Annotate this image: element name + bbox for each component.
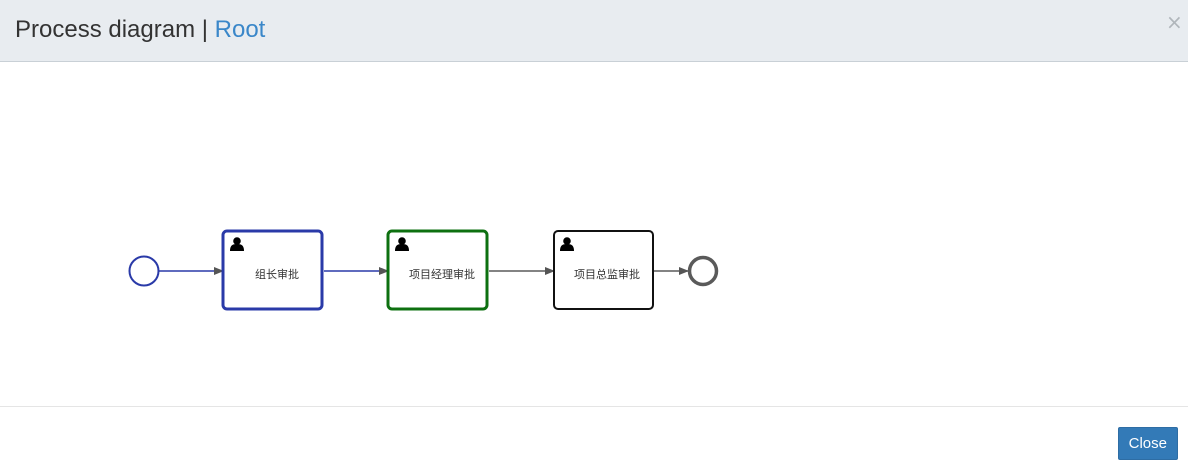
task-3[interactable]: 项目总监审批	[553, 230, 654, 310]
task-2-box	[386, 229, 489, 311]
end-event[interactable]	[687, 255, 719, 287]
modal-title-prefix: Process diagram |	[15, 16, 215, 43]
task-2-label: 项目经理审批	[409, 267, 475, 281]
task-3-label: 项目总监审批	[574, 267, 640, 281]
task-1-box	[221, 229, 324, 311]
close-button[interactable]: Close	[1117, 427, 1178, 460]
close-icon[interactable]: ×	[1166, 10, 1183, 34]
modal-footer: Close	[0, 406, 1188, 473]
root-link[interactable]: Root	[214, 16, 266, 43]
task-2[interactable]: 项目经理审批	[386, 229, 489, 311]
start-event[interactable]	[128, 255, 160, 287]
process-diagram-canvas: 组长审批 项目经理审批 项目总监审批	[128, 229, 719, 311]
modal-header: Process diagram | Root ×	[0, 0, 1188, 62]
modal-body: 组长审批 项目经理审批 项目总监审批	[0, 62, 1188, 406]
task-1[interactable]: 组长审批	[221, 229, 324, 311]
task-1-label: 组长审批	[255, 267, 299, 281]
modal-title: Process diagram | Root	[15, 14, 265, 46]
task-3-box	[553, 230, 654, 310]
